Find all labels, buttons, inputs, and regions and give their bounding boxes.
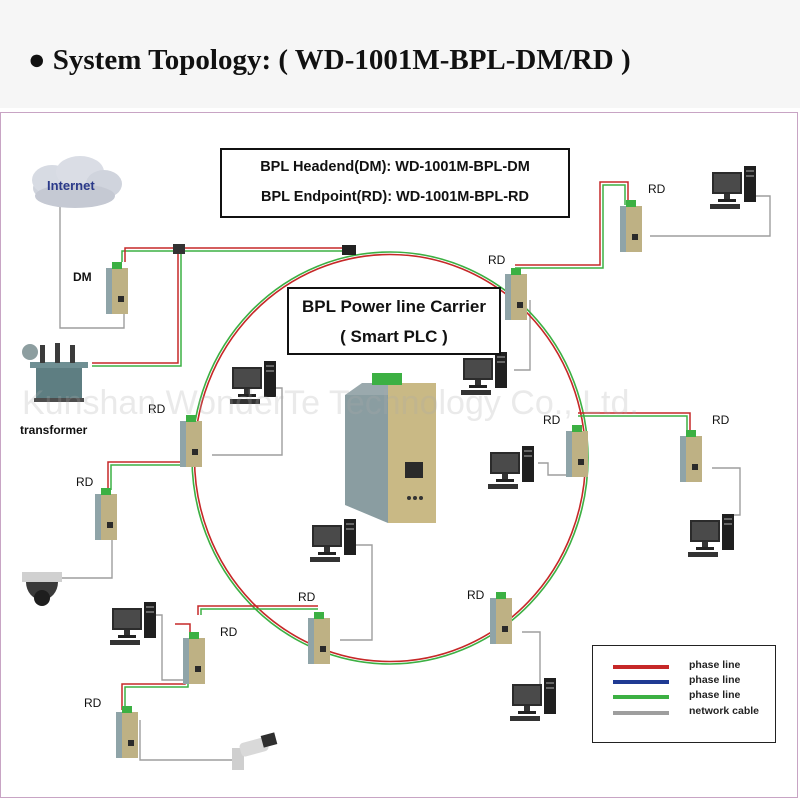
internet-to-dm-cable	[59, 205, 125, 329]
plc-title-box: BPL Power line Carrier ( Smart PLC )	[287, 287, 501, 355]
legend-swatch	[613, 711, 669, 715]
dome-camera-icon	[22, 572, 62, 606]
header-band: ● System Topology: ( WD-1001M-BPL-DM/RD …	[0, 0, 800, 108]
camera-rd-bottom-cable	[139, 720, 232, 761]
network-cables	[59, 195, 771, 761]
rd-label: RD	[220, 625, 238, 639]
power-junction	[342, 245, 356, 255]
rd-label: RD	[543, 413, 561, 427]
rd-label: RD	[298, 590, 316, 604]
phase-lines	[92, 181, 691, 710]
central-plc-device-icon	[345, 373, 436, 523]
plc-subtitle-text: ( Smart PLC )	[340, 327, 448, 346]
legend-label: phase line	[689, 659, 741, 671]
legend-label: phase line	[689, 689, 741, 701]
model-info-box: BPL Headend(DM): WD-1001M-BPL-DM BPL End…	[220, 148, 570, 218]
model-dm-text: BPL Headend(DM): WD-1001M-BPL-DM	[260, 159, 530, 175]
pc-rd-top-right-cable	[650, 195, 771, 237]
pc-rd-ring-bottom-cable	[340, 544, 373, 641]
legend-box: phase line phase line phase line network…	[592, 645, 776, 743]
legend-label: phase line	[689, 674, 741, 686]
rd-label: RD	[76, 475, 94, 489]
bullet-camera-icon	[232, 732, 278, 770]
power-tap-junction	[173, 244, 185, 254]
pc-rd-far-right-cable	[712, 467, 741, 516]
pc-rd-ring-right-cable	[514, 300, 531, 371]
legend-swatch	[613, 680, 669, 684]
watermark: Kunshan WonderTe Technology Co., Ltd.	[22, 384, 639, 422]
rd-label: RD	[488, 253, 506, 267]
plc-title-text: BPL Power line Carrier	[302, 297, 486, 316]
page-title: ● System Topology: ( WD-1001M-BPL-DM/RD …	[28, 44, 631, 76]
dm-label: DM	[73, 270, 92, 284]
legend-swatch	[613, 695, 669, 699]
transformer-label: transformer	[20, 423, 88, 437]
rd-label: RD	[84, 696, 102, 710]
model-rd-text: BPL Endpoint(RD): WD-1001M-BPL-RD	[261, 189, 529, 205]
pc-rd-bottom-left-cable	[152, 614, 186, 681]
rd-label: RD	[148, 402, 166, 416]
pc-rd-mid-right-cable	[538, 462, 570, 476]
legend-label: network cable	[689, 705, 760, 717]
internet-label: Internet	[47, 178, 95, 193]
pc-rd-bottom-right-cable	[522, 631, 541, 690]
diagram-frame	[0, 112, 798, 798]
rd-label: RD	[467, 588, 485, 602]
rd-label: RD	[648, 182, 666, 196]
transformer-icon	[22, 343, 88, 402]
cloud-icon	[32, 156, 122, 208]
legend-swatch	[613, 665, 669, 669]
camera-rd-left-cable	[60, 540, 113, 579]
rd-label: RD	[712, 413, 730, 427]
